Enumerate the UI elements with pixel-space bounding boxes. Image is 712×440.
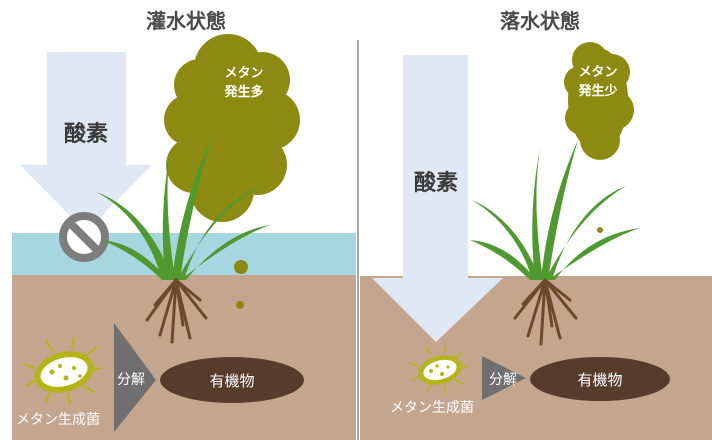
bacteria-label: メタン生成菌 bbox=[16, 412, 100, 428]
methane-cloud bbox=[164, 34, 300, 222]
prohibit-icon bbox=[59, 212, 109, 262]
oxygen-arrow bbox=[20, 52, 152, 232]
methane-label-line2: 発生多 bbox=[223, 84, 263, 100]
organic-matter bbox=[530, 357, 670, 401]
panel-title: 落水状態 bbox=[500, 9, 580, 33]
process-label: 分解 bbox=[489, 372, 517, 388]
methane-bubble bbox=[597, 227, 603, 233]
organic-matter bbox=[160, 357, 304, 403]
oxygen-arrow bbox=[372, 55, 503, 342]
process-arrow bbox=[114, 323, 156, 432]
methane-bubble bbox=[236, 301, 244, 309]
methane-bubble bbox=[234, 260, 248, 274]
process-arrow bbox=[482, 356, 526, 400]
oxygen-label: 酸素 bbox=[64, 121, 108, 147]
flooded-panel: 酸素 メタン 発生多 bbox=[12, 9, 356, 440]
organic-label: 有機物 bbox=[577, 371, 622, 389]
organic-label: 有機物 bbox=[209, 372, 254, 390]
methane-label-line2: 発生少 bbox=[577, 83, 617, 99]
bacteria-icon bbox=[409, 344, 470, 394]
plant-roots bbox=[513, 278, 578, 346]
plant-roots bbox=[145, 278, 208, 344]
rice-plant bbox=[96, 138, 270, 280]
panel-title: 灌水状態 bbox=[146, 9, 226, 33]
methane-cloud bbox=[564, 42, 634, 160]
process-label: 分解 bbox=[117, 372, 145, 388]
bacteria-icon bbox=[23, 337, 103, 405]
rice-plant bbox=[470, 140, 640, 280]
methane-label-line1: メタン bbox=[578, 65, 617, 80]
oxygen-label: 酸素 bbox=[414, 170, 458, 196]
bacteria-label: メタン生成菌 bbox=[390, 400, 474, 416]
drained-panel: 酸素 メタン 発生少 bbox=[360, 9, 712, 440]
methane-label-line1: メタン bbox=[224, 66, 263, 81]
